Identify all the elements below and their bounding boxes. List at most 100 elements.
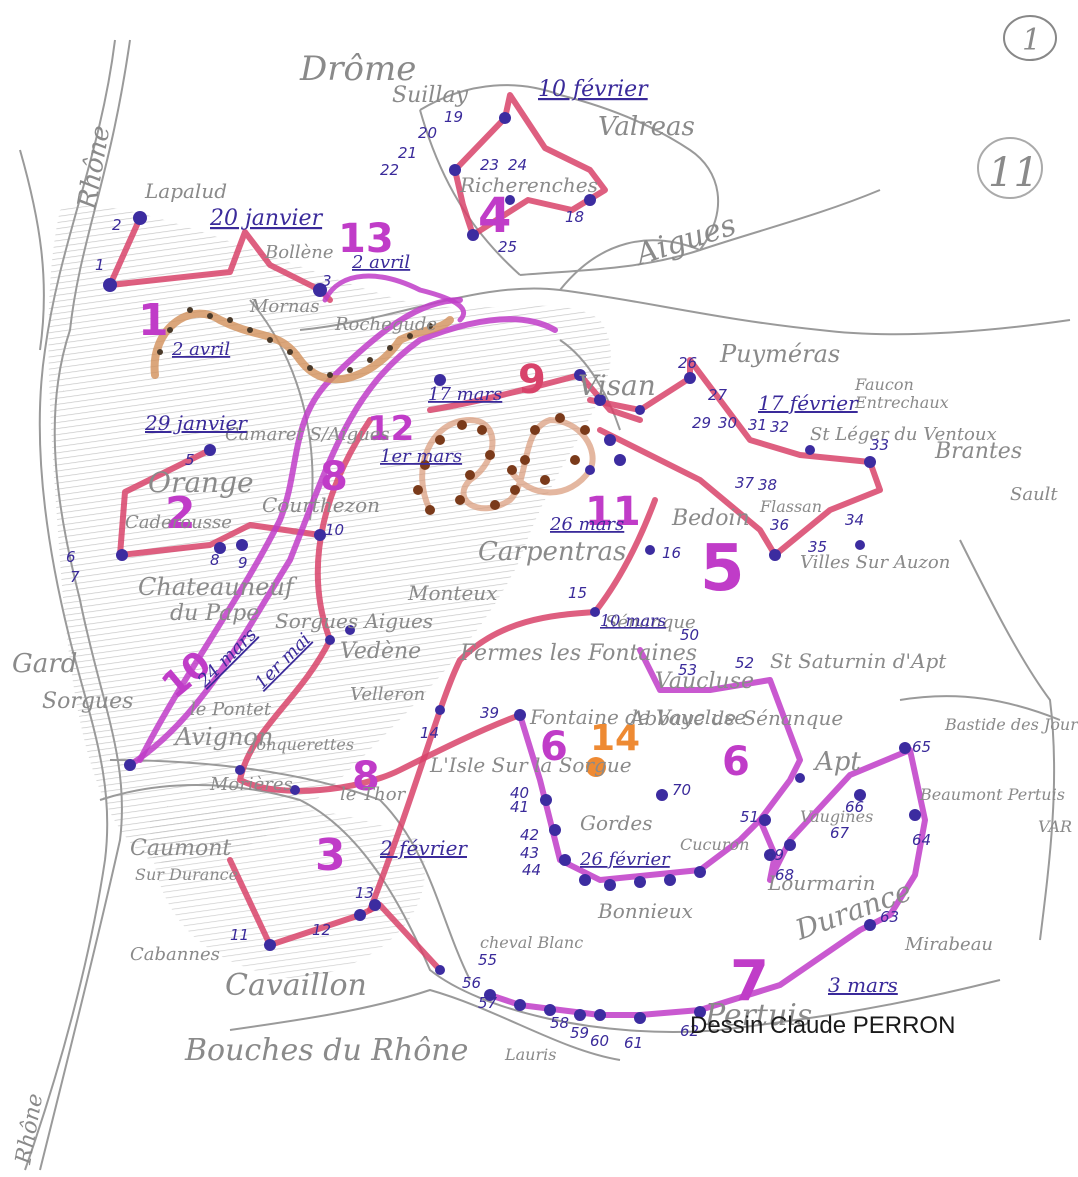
route-label: 6 bbox=[722, 739, 750, 785]
svg-text:24: 24 bbox=[508, 156, 527, 174]
waypoint-numbers: 1 2 3 5 6 7 8 9 10 11 12 13 14 15 16 18 … bbox=[66, 108, 931, 1052]
place-label: Brantes bbox=[934, 439, 1022, 464]
svg-text:42: 42 bbox=[520, 826, 539, 844]
pencil-shading bbox=[48, 206, 611, 980]
date-label: 3 mars bbox=[828, 973, 898, 997]
svg-text:30: 30 bbox=[718, 414, 737, 432]
place-label: cheval Blanc bbox=[480, 933, 583, 952]
route-4 bbox=[452, 92, 608, 238]
place-label: Sénanque bbox=[605, 612, 696, 633]
place-label: Camaret S/Aigues bbox=[225, 424, 390, 445]
svg-text:18: 18 bbox=[565, 208, 584, 226]
place-label: Monteux bbox=[407, 581, 497, 605]
place-label: Entrechaux bbox=[854, 393, 949, 412]
place-label: Bonnieux bbox=[597, 899, 693, 923]
place-label: Caumont bbox=[130, 836, 231, 861]
svg-text:52: 52 bbox=[735, 654, 754, 672]
svg-text:6: 6 bbox=[66, 548, 76, 566]
place-label: Puyméras bbox=[719, 340, 840, 368]
place-label: Beaumont Pertuis bbox=[919, 785, 1065, 804]
svg-text:34: 34 bbox=[845, 511, 864, 529]
place-label: Bastide des Jourdans bbox=[944, 715, 1078, 734]
place-label: St Saturnin d'Apt bbox=[770, 649, 947, 673]
place-label: Cucuron bbox=[680, 835, 749, 854]
route-label: 8 bbox=[320, 454, 348, 500]
date-label: 17 février bbox=[758, 391, 859, 415]
place-label: Richerenches bbox=[459, 173, 598, 197]
place-label: Sault bbox=[1010, 484, 1058, 505]
orange-dots bbox=[157, 307, 433, 378]
svg-text:36: 36 bbox=[770, 516, 789, 534]
svg-text:32: 32 bbox=[770, 418, 789, 436]
route-label: 7 bbox=[730, 949, 769, 1014]
date-label: 17 mars bbox=[428, 384, 502, 405]
svg-text:25: 25 bbox=[498, 238, 517, 256]
svg-text:69: 69 bbox=[765, 846, 784, 864]
place-label: Fermes les Fontaines bbox=[459, 641, 697, 666]
place-label: Visan bbox=[578, 369, 656, 402]
place-label: Sorgues bbox=[42, 689, 133, 714]
svg-text:40: 40 bbox=[510, 784, 529, 802]
svg-text:59: 59 bbox=[570, 1024, 589, 1042]
svg-text:20: 20 bbox=[418, 124, 437, 142]
svg-text:3: 3 bbox=[322, 272, 332, 290]
date-label: 26 mars bbox=[549, 514, 624, 535]
svg-text:31: 31 bbox=[748, 416, 767, 434]
place-label: Aigues bbox=[629, 208, 741, 274]
svg-text:65: 65 bbox=[912, 738, 931, 756]
corner-circles: 1 11 bbox=[977, 15, 1057, 199]
svg-text:62: 62 bbox=[680, 1022, 699, 1040]
svg-text:50: 50 bbox=[680, 626, 699, 644]
svg-text:14: 14 bbox=[420, 724, 439, 742]
place-label: Sorgues Aigues bbox=[275, 609, 433, 633]
corner-mark: 11 bbox=[988, 150, 1039, 196]
place-label: VAR bbox=[1038, 817, 1072, 836]
route-label: 12 bbox=[367, 409, 414, 449]
svg-text:2: 2 bbox=[112, 216, 122, 234]
date-label: 26 février bbox=[579, 849, 671, 870]
route-12 bbox=[322, 273, 467, 323]
place-label: Gard bbox=[12, 649, 77, 679]
waypoint-dots bbox=[103, 112, 921, 1024]
place-label: L'Isle Sur la Sorgue bbox=[429, 753, 632, 777]
place-label: Gordes bbox=[580, 811, 652, 835]
route-label: 8 bbox=[352, 754, 380, 800]
svg-text:15: 15 bbox=[568, 584, 587, 602]
svg-text:53: 53 bbox=[678, 661, 697, 679]
place-label: Lourmarin bbox=[767, 871, 876, 895]
date-label: 1er mars bbox=[380, 446, 462, 467]
place-label: Bedoin bbox=[671, 506, 750, 531]
place-label: Jonquerettes bbox=[247, 735, 354, 754]
brown-dots bbox=[413, 413, 590, 515]
svg-text:7: 7 bbox=[70, 568, 80, 586]
svg-text:43: 43 bbox=[520, 844, 539, 862]
svg-text:64: 64 bbox=[912, 831, 931, 849]
place-label: Apt bbox=[813, 747, 861, 777]
svg-text:58: 58 bbox=[550, 1014, 569, 1032]
svg-text:13: 13 bbox=[355, 884, 374, 902]
place-label: Cabannes bbox=[130, 944, 220, 965]
place-label: Carpentras bbox=[478, 537, 626, 567]
svg-text:60: 60 bbox=[590, 1032, 609, 1050]
route-7 bbox=[487, 747, 928, 1018]
place-label: Drôme bbox=[299, 49, 416, 89]
date-label: 2 avril bbox=[171, 339, 230, 360]
svg-text:66: 66 bbox=[845, 798, 864, 816]
route-3b bbox=[367, 497, 658, 913]
credit-line: Dessin Claude PERRON bbox=[690, 1012, 956, 1039]
svg-text:38: 38 bbox=[758, 476, 777, 494]
svg-text:51: 51 bbox=[740, 808, 759, 826]
svg-text:61: 61 bbox=[624, 1034, 643, 1052]
route-label: 9 bbox=[518, 357, 546, 403]
place-label: Caderousse bbox=[125, 512, 232, 533]
svg-text:63: 63 bbox=[880, 908, 899, 926]
place-label: Pertuis bbox=[704, 998, 812, 1033]
svg-text:22: 22 bbox=[380, 161, 399, 179]
svg-text:55: 55 bbox=[478, 951, 497, 969]
place-label: Vaucluse bbox=[655, 669, 754, 694]
place-label: Flassan bbox=[759, 497, 822, 516]
place-label: Velleron bbox=[350, 684, 425, 705]
routes bbox=[107, 92, 928, 1018]
place-label: Vaugines bbox=[800, 807, 873, 826]
